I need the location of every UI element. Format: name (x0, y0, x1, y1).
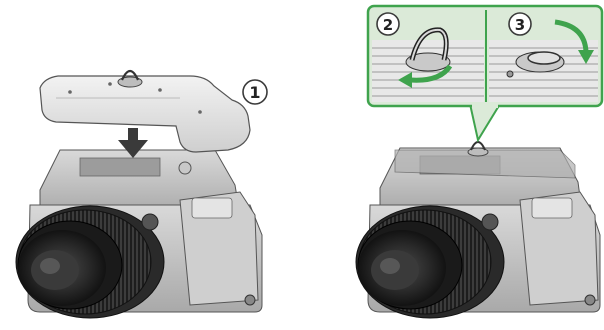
step-3-badge: 3 (509, 13, 531, 35)
step-2-badge: 2 (377, 13, 399, 35)
step-1-badge: 1 (243, 80, 267, 104)
left-camera (16, 150, 262, 318)
step-1-number: 1 (249, 83, 260, 102)
detail-callout: 2 3 (368, 6, 602, 140)
step-3-number: 3 (515, 16, 525, 34)
right-camera (356, 142, 600, 318)
step-2-number: 2 (383, 16, 393, 34)
grip-plate-left (40, 71, 250, 152)
